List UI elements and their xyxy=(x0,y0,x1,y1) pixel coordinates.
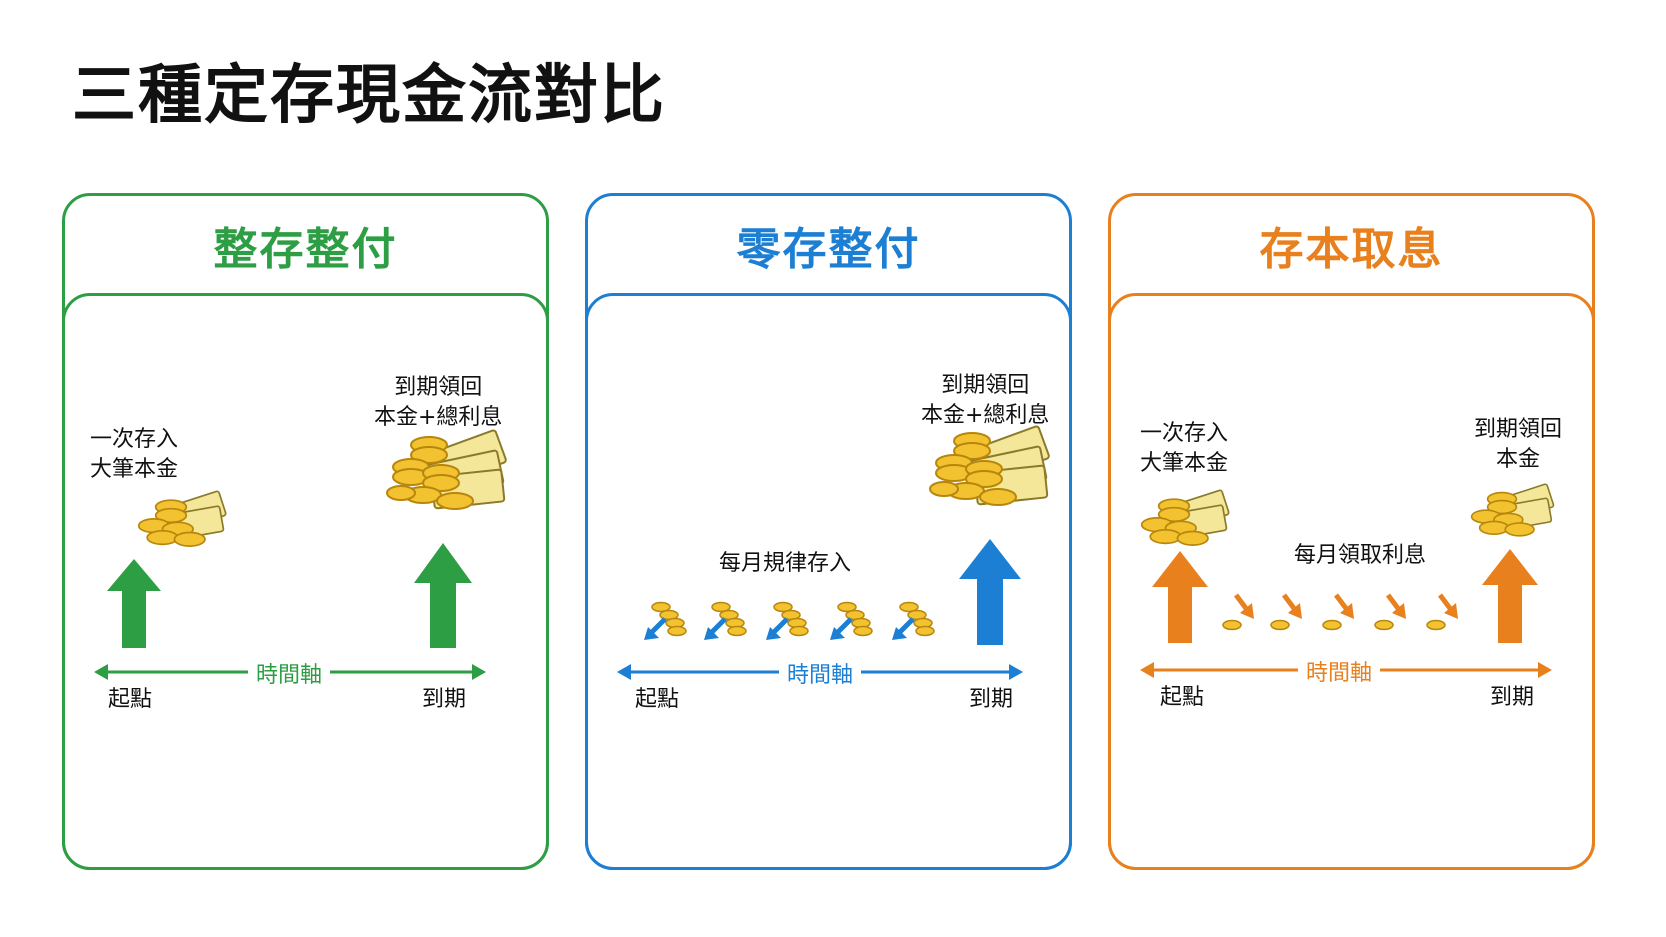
maturity-arrow-up xyxy=(1482,549,1538,643)
label-line: 本金+總利息 xyxy=(374,405,503,430)
interest-coin-withdraw-icon xyxy=(1270,593,1302,631)
maturity-return-label: 到期領回 本金+總利息 xyxy=(921,371,1049,431)
page-title: 三種定存現金流對比 xyxy=(72,59,666,133)
small-coin-deposit-icon xyxy=(830,601,873,640)
timeline-label: 時間軸 xyxy=(1298,655,1381,687)
monthly-deposit-label: 每月規律存入 xyxy=(719,551,852,576)
timeline-start-label: 起點 xyxy=(108,687,153,712)
cashflow-diagram xyxy=(1140,483,1555,678)
label-line: 一次存入 xyxy=(1140,421,1229,446)
interest-coin-withdraw-icon xyxy=(1374,593,1406,631)
money-pile-icon xyxy=(929,425,1050,506)
panel-content-frame xyxy=(585,293,1072,870)
timeline-start-label: 起點 xyxy=(1160,685,1205,710)
panel-title: 零存整付 xyxy=(736,224,921,275)
small-coin-deposit-icon xyxy=(644,601,687,640)
panel-content-frame xyxy=(62,293,549,870)
panel-interest-withdrawal: 存本取息 xyxy=(1108,193,1595,870)
label-line: 到期領回 xyxy=(941,373,1030,398)
money-pile-icon xyxy=(1140,489,1230,546)
monthly-interest-withdrawals xyxy=(1222,593,1458,631)
deposit-arrow-up xyxy=(1152,551,1208,643)
money-pile-icon xyxy=(386,429,507,510)
small-coin-deposit-icon xyxy=(892,601,935,640)
monthly-deposits xyxy=(644,601,935,640)
maturity-return-label: 到期領回 本金+總利息 xyxy=(374,373,502,433)
timeline-label: 時間軸 xyxy=(779,657,862,689)
maturity-return-label: 到期領回 本金 xyxy=(1474,415,1562,475)
maturity-arrow-up xyxy=(414,543,472,648)
label-line: 到期領回 xyxy=(1474,417,1563,442)
money-pile-icon xyxy=(137,490,227,547)
cashflow-diagram xyxy=(617,425,1050,680)
label-line: 大筆本金 xyxy=(1140,451,1229,476)
monthly-interest-label: 每月領取利息 xyxy=(1294,543,1427,568)
timeline-label: 時間軸 xyxy=(248,657,331,689)
label-line: 本金 xyxy=(1496,447,1541,472)
label-line: 一次存入 xyxy=(90,427,179,452)
panel-lump-sum-deposit: 整存整付 xyxy=(62,193,549,870)
interest-coin-withdraw-icon xyxy=(1222,593,1254,631)
timeline-end-label: 到期 xyxy=(1490,685,1535,710)
maturity-arrow-up xyxy=(959,539,1021,645)
small-coin-deposit-icon xyxy=(766,601,809,640)
panel-content-frame xyxy=(1108,293,1595,870)
label-line: 本金+總利息 xyxy=(921,403,1050,428)
timeline-end-label: 到期 xyxy=(969,687,1014,712)
panel-title: 存本取息 xyxy=(1259,224,1444,275)
start-deposit-label: 一次存入 大筆本金 xyxy=(1140,419,1228,479)
interest-coin-withdraw-icon xyxy=(1426,593,1458,631)
money-pile-icon xyxy=(1470,483,1555,537)
panel-installment-deposit: 零存整付 xyxy=(585,193,1072,870)
deposit-arrow-up xyxy=(107,559,161,648)
interest-coin-withdraw-icon xyxy=(1322,593,1354,631)
cashflow-diagram xyxy=(94,429,507,680)
timeline-end-label: 到期 xyxy=(422,687,467,712)
small-coin-deposit-icon xyxy=(704,601,747,640)
panel-title: 整存整付 xyxy=(213,224,398,275)
label-line: 大筆本金 xyxy=(90,457,179,482)
start-deposit-label: 一次存入 大筆本金 xyxy=(90,425,178,485)
label-line: 到期領回 xyxy=(394,375,483,400)
timeline-start-label: 起點 xyxy=(635,687,680,712)
